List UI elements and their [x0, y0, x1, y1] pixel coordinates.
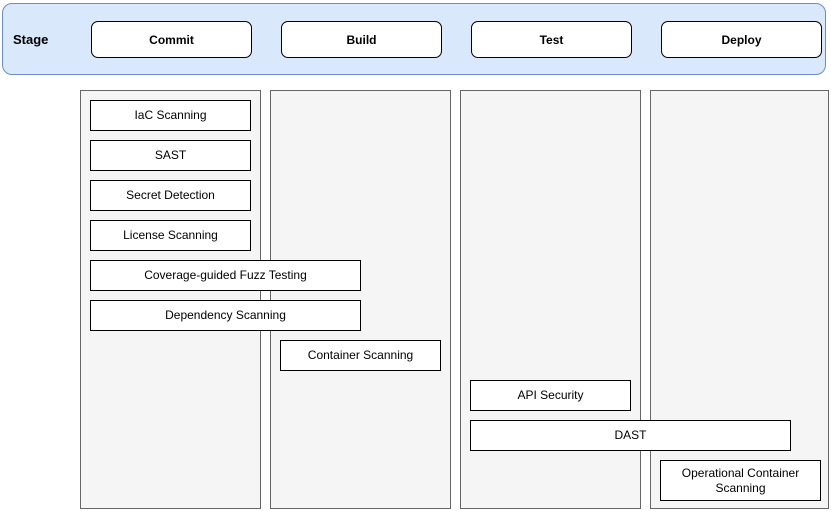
task-container-scanning: Container Scanning [280, 340, 441, 371]
stage-lane-build [270, 90, 451, 509]
task-sast: SAST [90, 140, 251, 171]
stage-pill-commit: Commit [91, 21, 252, 58]
stage-pill-deploy: Deploy [661, 21, 822, 58]
task-dependency-scanning: Dependency Scanning [90, 300, 361, 331]
stage-pill-build: Build [281, 21, 442, 58]
stage-pill-test: Test [471, 21, 632, 58]
task-secret-detection: Secret Detection [90, 180, 251, 211]
task-operational-container-scanning: Operational Container Scanning [660, 460, 821, 501]
stage-banner: Stage Commit Build Test Deploy [2, 3, 826, 75]
task-license-scanning: License Scanning [90, 220, 251, 251]
task-coverage-guided-fuzz-testing: Coverage-guided Fuzz Testing [90, 260, 361, 291]
task-dast: DAST [470, 420, 791, 451]
stage-banner-label: Stage [13, 31, 49, 47]
task-iac-scanning: IaC Scanning [90, 100, 251, 131]
task-api-security: API Security [470, 380, 631, 411]
